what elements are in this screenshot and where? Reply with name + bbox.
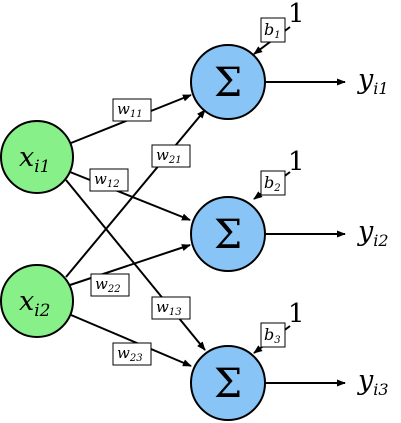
- svg-text:b2: b2: [264, 173, 281, 194]
- svg-text:w22: w22: [95, 275, 121, 295]
- svg-text:w23: w23: [117, 344, 143, 364]
- edge-x1-n2: [69, 171, 191, 221]
- weight-label-w22: w22: [90, 273, 130, 297]
- output-label-1: yi1: [357, 64, 389, 98]
- weight-label-w21: w21: [151, 144, 191, 168]
- bias-label-b3: b3: [260, 322, 286, 348]
- neuron-node-3: Σ: [190, 345, 266, 421]
- weight-label-w23: w23: [112, 342, 152, 366]
- neuron-node-1: Σ: [190, 44, 266, 120]
- weight-label-w13: w13: [151, 296, 191, 320]
- edge-x2-n1: [65, 109, 206, 278]
- bias-input-1: 1: [288, 0, 305, 29]
- svg-text:b3: b3: [264, 325, 281, 346]
- edge-x2-n3: [70, 314, 192, 367]
- svg-text:Σ: Σ: [214, 212, 242, 258]
- input-node-2: xi2: [0, 264, 74, 338]
- svg-text:b1: b1: [264, 20, 281, 41]
- bias-label-b1: b1: [260, 17, 286, 43]
- svg-text:Σ: Σ: [214, 60, 242, 106]
- svg-text:w12: w12: [94, 170, 120, 190]
- output-label-2: yi2: [357, 216, 389, 250]
- svg-text:Σ: Σ: [214, 361, 242, 407]
- bias-input-3: 1: [288, 299, 305, 329]
- svg-text:w21: w21: [156, 146, 182, 166]
- edge-x2-n2: [69, 244, 191, 286]
- bias-label-b2: b2: [260, 170, 286, 196]
- weight-label-w12: w12: [89, 168, 129, 192]
- svg-text:w13: w13: [156, 298, 182, 318]
- input-node-1: xi1: [0, 120, 74, 194]
- svg-text:w11: w11: [117, 100, 143, 120]
- output-label-3: yi3: [357, 365, 389, 399]
- neuron-node-2: Σ: [190, 196, 266, 272]
- weight-label-w11: w11: [112, 98, 152, 122]
- svg-text:xi1: xi1: [19, 142, 51, 177]
- edge-x1-n3: [65, 179, 206, 351]
- svg-text:xi2: xi2: [19, 286, 51, 321]
- bias-input-2: 1: [288, 147, 305, 177]
